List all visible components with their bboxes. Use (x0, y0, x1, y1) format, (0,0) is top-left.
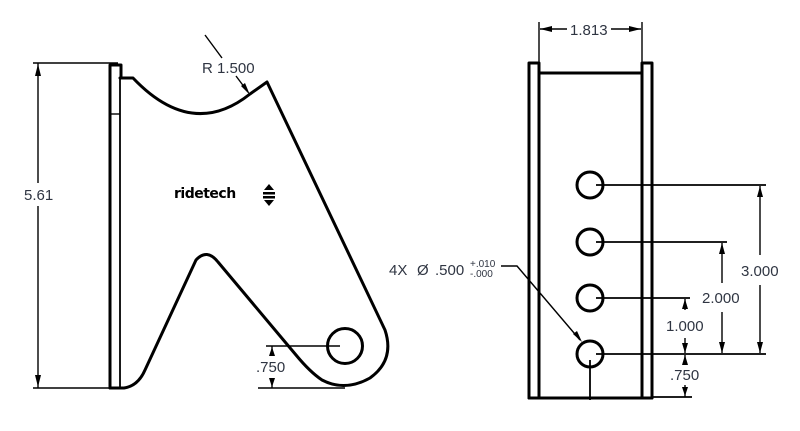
logo-text: ridetech (174, 186, 236, 202)
hole-callout-tol-plus: +.010 (470, 259, 496, 270)
dim-side-hole-label: .750 (256, 359, 285, 376)
dim-radius-label: R 1.500 (202, 60, 255, 77)
side-view-bracket-outline (108, 76, 390, 390)
dim-spacing-2-label: 2.000 (702, 290, 740, 307)
dim-radius-1-500: R 1.500 (202, 34, 255, 95)
dim-width-1-813: 1.813 (538, 22, 643, 62)
hole-callout-symbol: Ø (417, 262, 429, 279)
front-view: 1.813 3.000 2.000 1.000 (389, 22, 779, 400)
dim-spacing-1-000: 1.000 (666, 299, 704, 353)
dim-spacing-1-label: 1.000 (666, 318, 704, 335)
dim-front-hole-label: .750 (670, 367, 699, 384)
hole-callout-count: 4X (389, 262, 407, 279)
dim-width-label: 1.813 (570, 22, 608, 39)
dim-height-label: 5.61 (24, 187, 53, 204)
ridetech-logo: ridetech (174, 184, 275, 206)
hole-callout-diameter: .500 (435, 262, 464, 279)
dim-front-hole-750: .750 (670, 355, 699, 397)
dim-spacing-3-label: 3.000 (741, 263, 779, 280)
front-view-left-wall (527, 61, 541, 400)
side-view-flange (108, 63, 123, 390)
dim-spacing-2-000: 2.000 (702, 243, 740, 353)
side-view: ridetech 5.61 R 1.500 (24, 34, 390, 390)
front-view-right-wall (640, 61, 654, 400)
dim-spacing-3-000: 3.000 (741, 186, 779, 353)
dim-height-5-61: 5.61 (24, 62, 118, 389)
hole-callout: 4X Ø .500 +.010 -.000 (389, 259, 582, 342)
dim-side-hole-750: .750 (256, 345, 345, 389)
ridetech-logo-icon (263, 184, 275, 206)
hole-callout-tol-minus: -.000 (470, 269, 493, 280)
